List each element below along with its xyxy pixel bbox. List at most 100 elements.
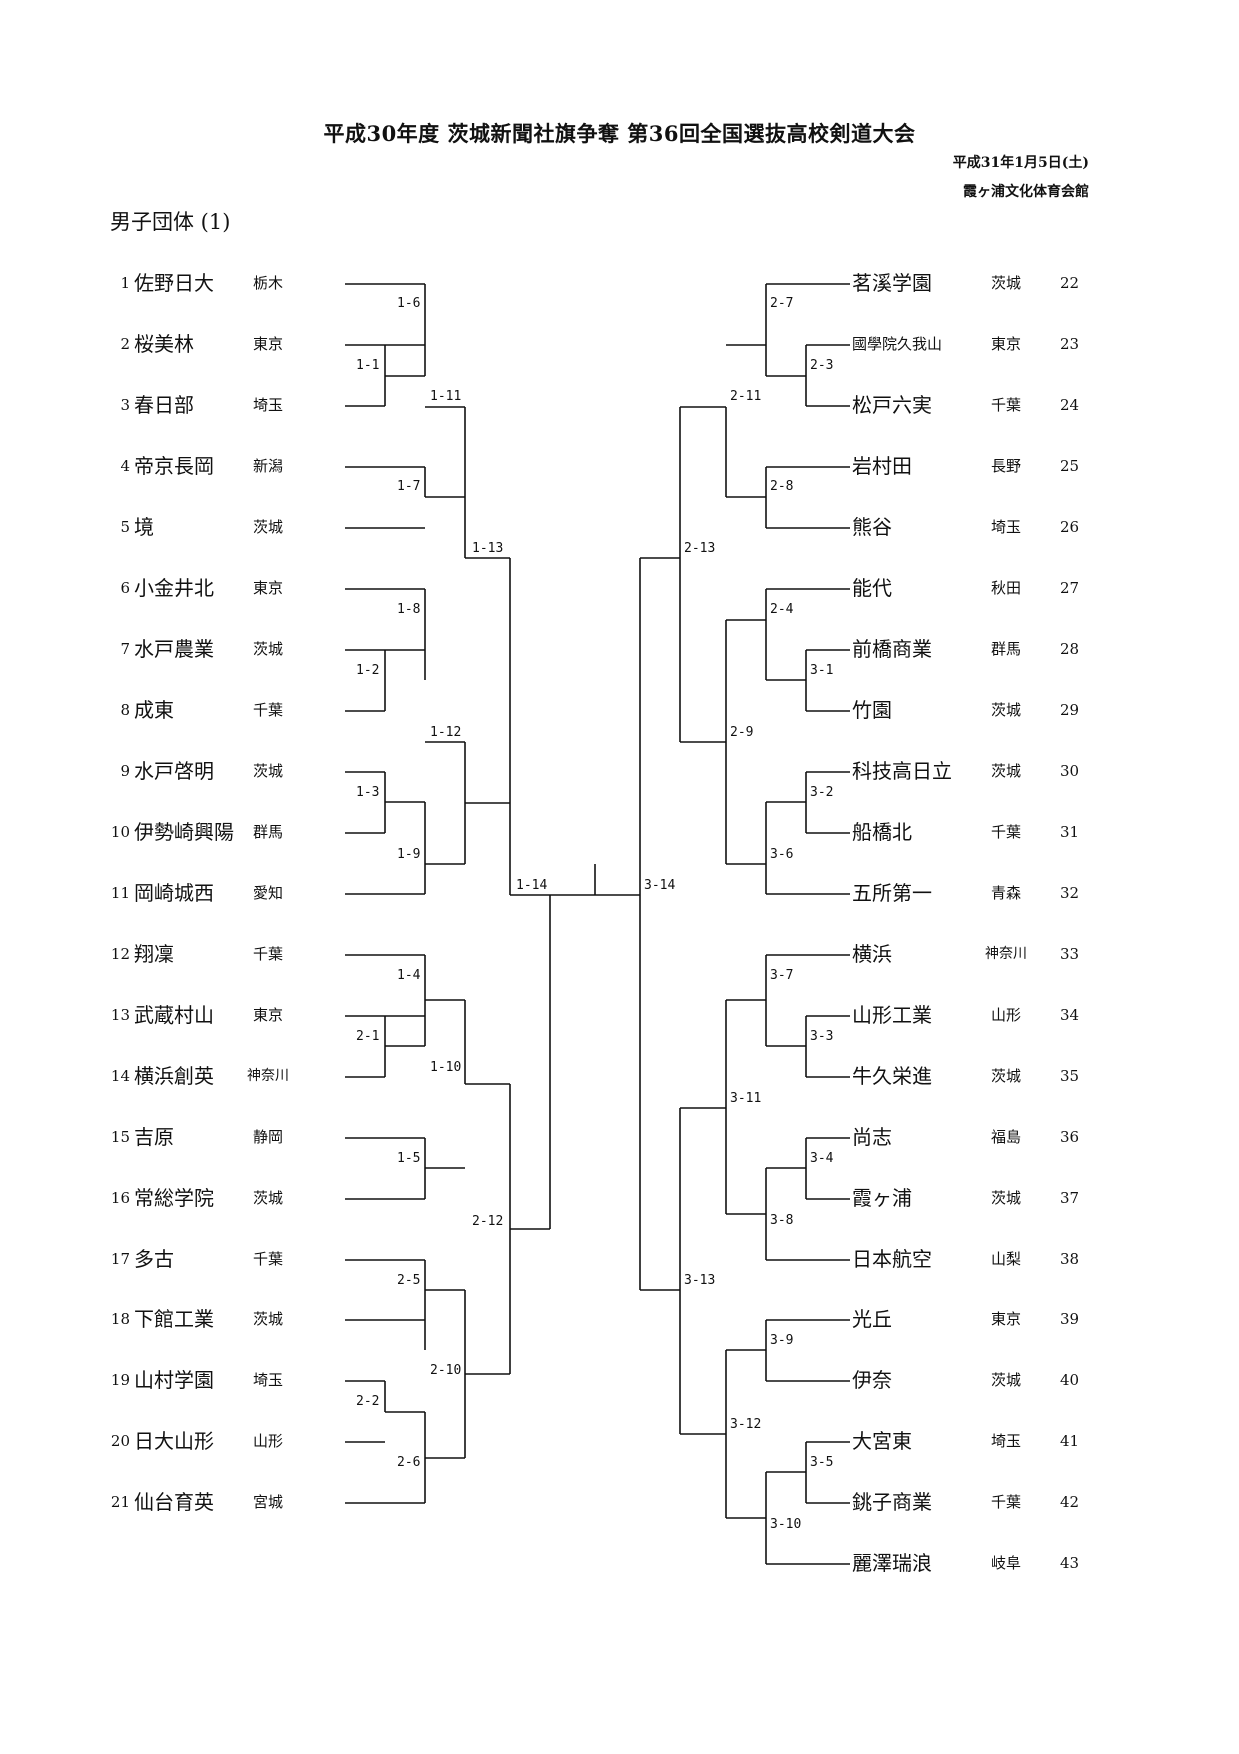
team-name: 銚子商業 bbox=[852, 1490, 932, 1514]
team-name: 武蔵村山 bbox=[134, 1003, 214, 1027]
seed-number: 1 bbox=[120, 274, 130, 292]
match-label: 3-8 bbox=[770, 1213, 793, 1228]
team-name: 伊奈 bbox=[852, 1368, 892, 1392]
prefecture: 埼玉 bbox=[990, 518, 1021, 536]
team-name: 熊谷 bbox=[852, 515, 892, 539]
prefecture: 茨城 bbox=[990, 1371, 1021, 1389]
seed-number: 17 bbox=[110, 1250, 130, 1268]
match-label: 1-14 bbox=[516, 878, 547, 893]
match-label: 3-13 bbox=[684, 1273, 715, 1288]
seed-number: 37 bbox=[1060, 1189, 1080, 1207]
match-label: 1-7 bbox=[397, 479, 420, 494]
prefecture: 山形 bbox=[252, 1432, 283, 1450]
event-date: 平成31年1月5日(土) bbox=[952, 155, 1089, 171]
seed-number: 36 bbox=[1060, 1128, 1080, 1146]
team-name: 山村学園 bbox=[134, 1368, 214, 1392]
section-title: 男子団体 (1) bbox=[110, 210, 231, 234]
match-label: 2-13 bbox=[684, 541, 715, 556]
seed-number: 29 bbox=[1060, 701, 1080, 719]
prefecture: 東京 bbox=[990, 335, 1021, 353]
team-name: 横浜創英 bbox=[134, 1064, 214, 1088]
team-name: 能代 bbox=[852, 576, 892, 600]
seed-number: 5 bbox=[120, 518, 130, 536]
prefecture: 東京 bbox=[252, 1006, 283, 1024]
team-name: 牛久栄進 bbox=[852, 1064, 932, 1088]
team-name: 岩村田 bbox=[852, 454, 912, 478]
seed-number: 31 bbox=[1060, 823, 1080, 841]
prefecture: 青森 bbox=[990, 884, 1021, 902]
prefecture: 茨城 bbox=[990, 274, 1021, 292]
prefecture: 東京 bbox=[252, 335, 283, 353]
prefecture: 茨城 bbox=[252, 518, 283, 536]
prefecture: 茨城 bbox=[990, 701, 1021, 719]
seed-number: 24 bbox=[1060, 396, 1080, 414]
seed-number: 13 bbox=[110, 1006, 130, 1024]
team-name: 大宮東 bbox=[852, 1429, 912, 1453]
team-name: 日本航空 bbox=[852, 1247, 932, 1271]
team-name: 國學院久我山 bbox=[852, 335, 943, 353]
prefecture: 岐阜 bbox=[990, 1554, 1021, 1572]
match-label: 1-5 bbox=[397, 1151, 420, 1166]
match-label: 2-10 bbox=[430, 1363, 461, 1378]
seed-number: 2 bbox=[120, 335, 130, 353]
prefecture: 千葉 bbox=[252, 701, 283, 719]
seed-number: 3 bbox=[120, 396, 130, 414]
prefecture: 千葉 bbox=[990, 1493, 1021, 1511]
prefecture: 茨城 bbox=[252, 1310, 283, 1328]
prefecture: 茨城 bbox=[252, 762, 283, 780]
prefecture: 埼玉 bbox=[252, 1371, 283, 1389]
team-name: 光丘 bbox=[852, 1307, 892, 1331]
seed-number: 39 bbox=[1060, 1310, 1080, 1328]
match-label: 1-8 bbox=[397, 602, 420, 617]
prefecture: 茨城 bbox=[990, 1067, 1021, 1085]
team-name: 伊勢崎興陽 bbox=[134, 820, 234, 844]
team-name: 五所第一 bbox=[852, 881, 932, 905]
prefecture: 宮城 bbox=[252, 1493, 283, 1511]
tournament-title: 平成30年度 茨城新聞社旗争奪 第36回全国選抜高校剣道大会 bbox=[323, 121, 916, 146]
prefecture: 神奈川 bbox=[247, 1068, 289, 1084]
prefecture: 秋田 bbox=[990, 579, 1021, 597]
seed-number: 11 bbox=[110, 884, 130, 902]
prefecture: 東京 bbox=[990, 1310, 1021, 1328]
seed-number: 16 bbox=[110, 1189, 130, 1207]
seed-number: 7 bbox=[120, 640, 130, 658]
match-label: 1-1 bbox=[356, 358, 379, 373]
match-label: 2-9 bbox=[730, 725, 753, 740]
prefecture: 長野 bbox=[990, 457, 1021, 475]
team-name: 前橋商業 bbox=[852, 637, 932, 661]
seed-number: 42 bbox=[1060, 1493, 1080, 1511]
team-name: 茗溪学園 bbox=[852, 271, 932, 295]
match-label: 2-7 bbox=[770, 296, 793, 311]
team-name: 多古 bbox=[134, 1247, 174, 1271]
team-name: 科技高日立 bbox=[852, 759, 952, 783]
match-label: 3-2 bbox=[810, 785, 833, 800]
seed-number: 27 bbox=[1060, 579, 1080, 597]
match-label: 1-11 bbox=[430, 389, 461, 404]
team-name: 仙台育英 bbox=[134, 1490, 214, 1514]
match-label: 1-12 bbox=[430, 725, 461, 740]
team-name: 吉原 bbox=[134, 1125, 174, 1149]
match-label: 2-4 bbox=[770, 602, 794, 617]
team-name: 翔凜 bbox=[134, 942, 174, 966]
match-label: 3-7 bbox=[770, 968, 793, 983]
prefecture: 群馬 bbox=[990, 640, 1021, 658]
prefecture: 埼玉 bbox=[990, 1432, 1021, 1450]
seed-number: 38 bbox=[1060, 1250, 1080, 1268]
match-label: 3-12 bbox=[730, 1417, 761, 1432]
match-label: 3-11 bbox=[730, 1091, 761, 1106]
match-label: 2-1 bbox=[356, 1029, 379, 1044]
team-name: 船橋北 bbox=[852, 820, 912, 844]
seed-number: 10 bbox=[110, 823, 130, 841]
event-venue: 霞ヶ浦文化体育会館 bbox=[963, 184, 1089, 200]
prefecture: 千葉 bbox=[252, 1250, 283, 1268]
seed-number: 30 bbox=[1060, 762, 1080, 780]
prefecture: 茨城 bbox=[252, 1189, 283, 1207]
match-label: 1-3 bbox=[356, 785, 379, 800]
match-label: 1-10 bbox=[430, 1060, 461, 1075]
team-name: 佐野日大 bbox=[134, 271, 214, 295]
match-label: 3-6 bbox=[770, 847, 793, 862]
team-name: 麗澤瑞浪 bbox=[852, 1551, 932, 1575]
match-label: 3-14 bbox=[644, 878, 675, 893]
match-label: 1-4 bbox=[397, 968, 421, 983]
prefecture: 群馬 bbox=[252, 823, 283, 841]
